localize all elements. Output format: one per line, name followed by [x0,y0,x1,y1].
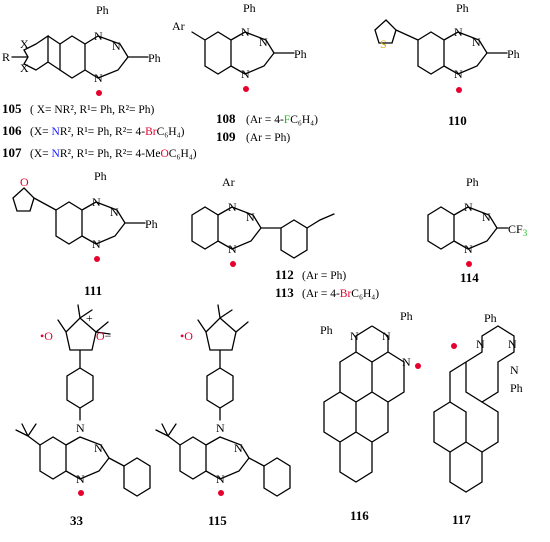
x-label-bottom: X [20,61,29,75]
caption-113: (Ar = 4-BrC₆H₄) [302,288,379,300]
compound-number-111: 111 [84,283,102,298]
compound-number-112: 112 [275,267,294,282]
n1-label: N [94,29,103,43]
n1-label: N [454,25,463,39]
n4-label: N [476,337,485,351]
structure-108-109: Ar N Ph N N Ph 108 (Ar = 4-FC₆H₄) 109 (A… [172,1,318,144]
n1-label: N [508,337,517,351]
compound-number-106: 106 [2,123,22,138]
radical-dot [230,261,236,267]
structure-111: O N Ph N N Ph 111 [12,169,158,298]
r-label: R [2,50,10,64]
n2-label: N [94,441,103,455]
n2-label: N [234,441,243,455]
caption-105: ( X= NR², R¹= Ph, R²= Ph) [30,104,155,116]
compound-number-105: 105 [2,101,22,116]
structure-110: S N Ph N N Ph 110 [374,1,520,128]
ph-label: Ph [94,169,107,183]
n4-label: N [92,237,101,251]
compound-number-116: 116 [350,508,369,523]
n1-label: N [241,25,250,39]
radical-dot [218,490,224,496]
compound-number-109: 109 [216,129,236,144]
n1-label: N [216,421,225,435]
cf3-label: CF3 [508,222,528,238]
n2-label: N [482,210,491,224]
ar-label: Ar [222,175,235,189]
compound-number-114: 114 [460,270,479,285]
n4-label: N [464,242,473,256]
ph-label: Ph [145,217,158,231]
ph-label: Ph [510,381,523,395]
radical-dot [466,261,472,267]
radical-dot [243,86,249,92]
ph-label: Ph [507,47,520,61]
n2-label: N [472,35,481,49]
structure-117: Ph N N N Ph 117 [433,311,523,527]
ph-label: Ph [320,323,333,337]
x-label-top: X [20,37,29,51]
n4-label: N [241,67,250,81]
n4-label: N [76,472,85,486]
n2-label: N [246,210,255,224]
n2-label: N [112,39,121,53]
compound-number-117: 117 [452,512,471,527]
n4-label: N [94,71,103,85]
compound-number-108: 108 [216,111,236,126]
structure-116: Ph N N Ph N 116 [320,309,421,523]
radical-dot [415,363,421,369]
n1-label: N [92,195,101,209]
plus-charge: + [86,311,93,325]
ph-label: Ph [294,47,307,61]
n2-label: N [110,205,119,219]
ar-label: Ar [172,19,185,33]
radical-dot [451,343,457,349]
ph-label: Ph [400,309,413,323]
radical-dot [96,90,102,96]
oxygen-label: O [20,175,29,189]
n4-label: N [216,472,225,486]
n1-label: N [76,421,85,435]
ph-label: Ph [456,1,469,15]
n2-label: N [510,363,519,377]
compound-number-107: 107 [2,145,22,160]
caption-108: (Ar = 4-FC₆H₄) [246,114,318,126]
n1-label: N [350,329,359,343]
structure-112-113: Ar N N N 112 (Ar = Ph) 113 (Ar = 4-BrC₆H… [191,175,379,300]
n1-label: N [228,200,237,214]
radical-dot [78,490,84,496]
n1-label: N [464,200,473,214]
oxygen-label: •O [180,329,193,343]
radical-dot [94,256,100,262]
structure-115: •O N N N 115 [155,304,291,528]
n4-label: N [454,67,463,81]
compound-number-115: 115 [208,513,227,528]
compound-number-110: 110 [448,113,467,128]
n4-label: N [228,242,237,256]
ph-label: Ph [96,3,109,17]
sulfur-label: S [380,37,387,51]
caption-107: (X= NR², R¹= Ph, R²= 4-MeOC₆H₄) [30,148,197,160]
ph-label: Ph [484,311,497,325]
caption-112: (Ar = Ph) [302,270,346,282]
structure-114: N Ph N N CF3 114 [427,175,528,285]
compound-number-33: 33 [70,513,84,528]
structure-105-107: R X X N Ph N N Ph 105 ( X= NR², R¹= Ph, … [2,3,197,160]
compound-number-113: 113 [275,285,294,300]
ph-label: Ph [243,1,256,15]
structure-33: •O O− + N N N 33 [15,304,151,528]
radical-dot [456,87,462,93]
caption-109: (Ar = Ph) [246,132,290,144]
caption-106: (X= NR², R¹= Ph, R²= 4-BrC₆H₄) [30,126,185,138]
oxygen-label: O− [96,329,112,343]
n2-label: N [382,329,391,343]
oxygen-label: •O [40,329,53,343]
ph-label: Ph [148,51,161,65]
ph-label: Ph [466,175,479,189]
n4-label: N [402,355,411,369]
n2-label: N [259,35,268,49]
